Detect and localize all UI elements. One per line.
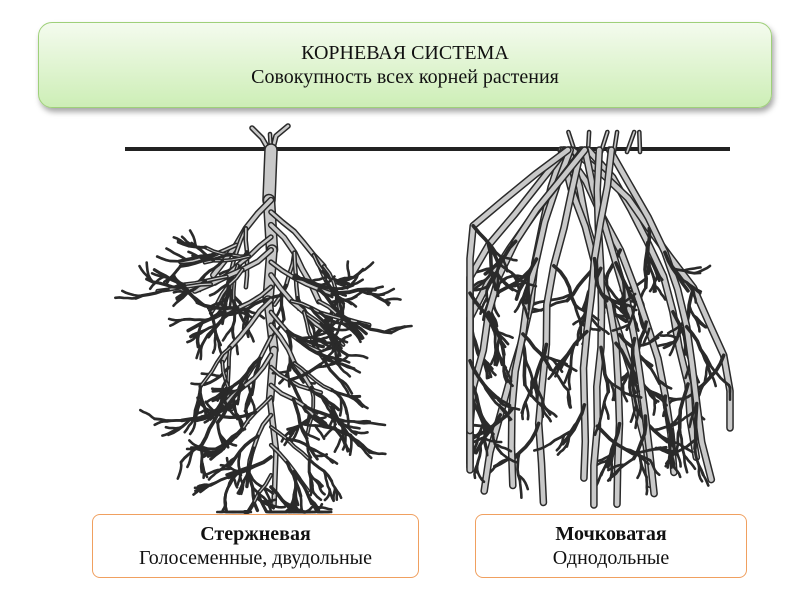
title-banner: КОРНЕВАЯ СИСТЕМА Совокупность всех корне…: [38, 22, 772, 108]
taproot-label-description: Голосеменные, двудольные: [139, 547, 372, 569]
fibrous-label-box: Мочковатая Однодольные: [475, 514, 747, 578]
title-heading: КОРНЕВАЯ СИСТЕМА: [301, 42, 509, 64]
fibrous-label-title: Мочковатая: [555, 523, 667, 545]
taproot-label-box: Стержневая Голосеменные, двудольные: [92, 514, 419, 578]
taproot-illustration: [114, 123, 413, 515]
fibrous-label-description: Однодольные: [552, 547, 670, 569]
taproot-label-title: Стержневая: [200, 523, 311, 545]
fibrous-root-illustration: [466, 129, 734, 509]
title-subtitle: Совокупность всех корней растения: [251, 66, 559, 88]
